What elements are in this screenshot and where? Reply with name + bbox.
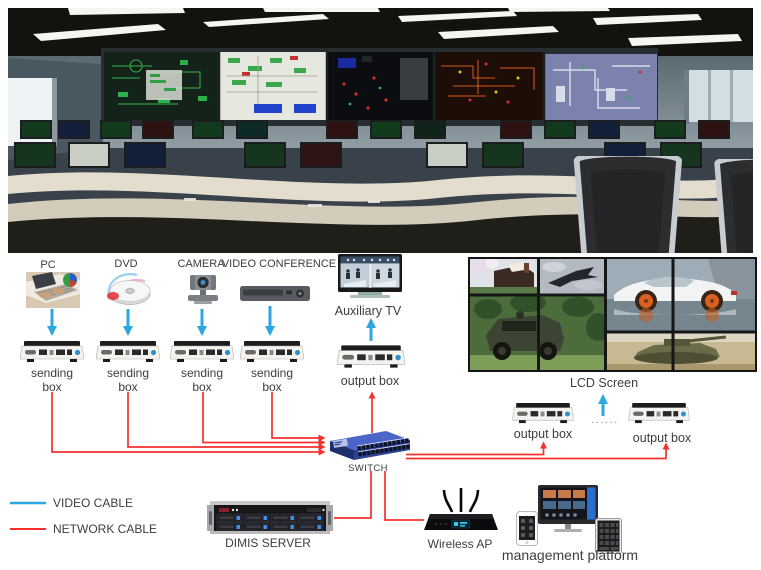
control-room-photo	[8, 8, 753, 253]
lcd-screen-label: LCD Screen	[569, 376, 639, 390]
sending-box-label-4-line1: sending	[250, 366, 294, 380]
sending-box-device-3	[170, 340, 234, 364]
dimis-server-label: DIMIS SERVER	[225, 536, 311, 550]
sending-box-label-3-line2: box	[192, 380, 212, 394]
lcd-video-wall	[468, 257, 757, 372]
auxiliary-tv-image	[338, 254, 402, 301]
output-box-label-2: output box	[632, 431, 692, 445]
source-label-camera: CAMERA	[177, 258, 225, 270]
source-label-pc: PC	[40, 259, 56, 271]
management-phone-image	[516, 511, 538, 546]
output-box-label-1: output box	[513, 427, 573, 441]
output-box-device-2	[624, 402, 694, 425]
management-platform-label: management platform	[501, 547, 639, 563]
sending-box-device-1	[20, 340, 84, 364]
network-switch-device	[324, 428, 410, 462]
sending-box-device-4	[240, 340, 304, 364]
wireless-ap-label: Wireless AP	[427, 537, 493, 551]
output-box-label-aux: output box	[340, 374, 400, 388]
source-label-dvd: DVD	[114, 258, 138, 270]
management-monitor-image	[538, 485, 598, 533]
video-conference-image	[240, 284, 310, 303]
sending-box-label-2-line1: sending	[106, 366, 150, 380]
source-label-video-conference: VIDEO CONFERENCE	[221, 258, 337, 270]
sending-box-label-4-line2: box	[262, 380, 282, 394]
legend-video-cable-label: VIDEO CABLE	[53, 496, 134, 510]
sending-box-label-2-line2: box	[118, 380, 138, 394]
video-cable-paths	[47, 306, 608, 416]
control-room-art	[8, 8, 753, 253]
dvd-image	[103, 269, 153, 307]
output-box-device-1	[508, 402, 578, 425]
sending-box-label-1-line1: sending	[30, 366, 74, 380]
sending-box-label-1-line2: box	[42, 380, 62, 394]
ellipsis-dots: ......	[591, 414, 619, 426]
management-keypad-image	[595, 518, 622, 554]
legend-network-cable-label: NETWORK CABLE	[53, 522, 158, 536]
network-cable-paths	[51, 391, 670, 521]
sending-box-label-3-line1: sending	[180, 366, 224, 380]
dimis-server-device	[207, 499, 333, 536]
wireless-ap-device	[424, 486, 498, 534]
auxiliary-tv-label: Auxiliary TV	[334, 304, 402, 318]
sending-box-device-2	[96, 340, 160, 364]
pc-image	[26, 272, 80, 308]
output-box-device-aux	[337, 344, 405, 370]
camera-image	[184, 272, 222, 307]
switch-label: SWITCH	[348, 463, 388, 474]
